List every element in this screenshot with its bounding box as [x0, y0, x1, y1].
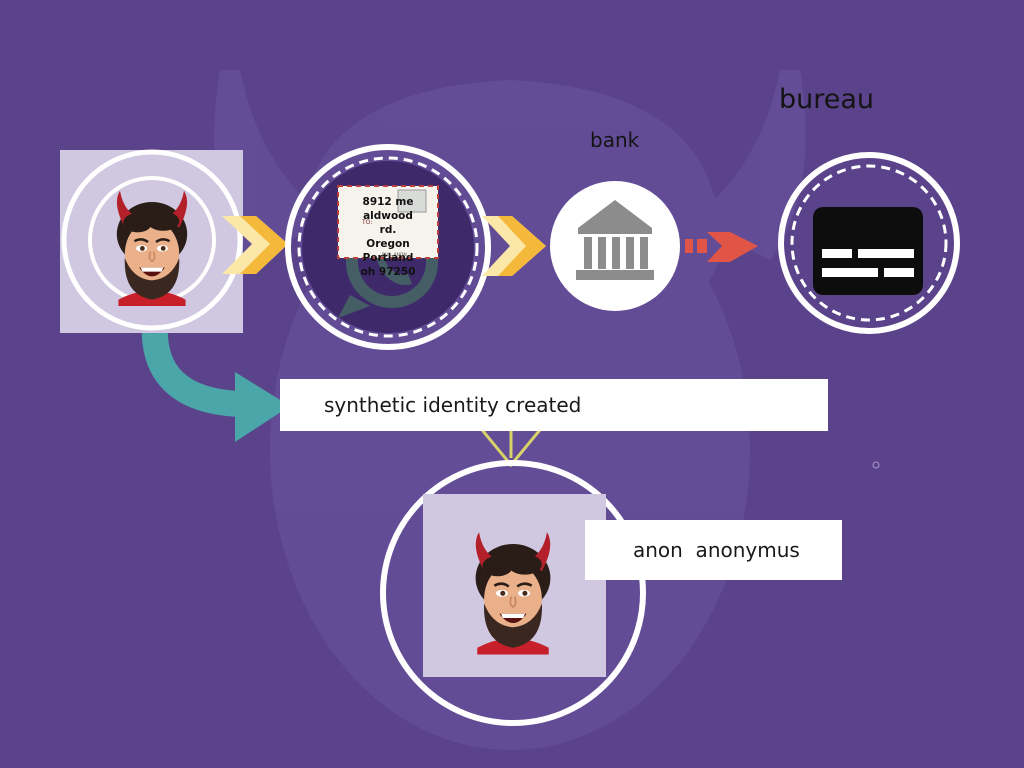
letter-address: 8912 me aldwood rd. Oregon Portland oh 9… — [340, 195, 436, 279]
chevron-arrow-icon — [482, 216, 546, 276]
bank-building-icon — [576, 200, 654, 280]
identity-node — [380, 460, 646, 726]
identity-name-banner: anon anonymus — [585, 520, 842, 580]
bureau-node — [778, 152, 960, 334]
stray-dot — [872, 461, 880, 469]
address-line-3: Oregon Portland — [362, 238, 414, 264]
synthetic-identity-banner: synthetic identity created — [280, 379, 828, 431]
curved-arrow-icon — [141, 321, 290, 442]
letter-envelope-icon — [337, 185, 439, 259]
bureau-label: bureau — [779, 84, 875, 115]
identity-name-text: anon anonymus — [633, 538, 800, 562]
address-line-4: oh 97250 — [360, 266, 416, 278]
address-line-1: 8912 me aldwood — [362, 196, 414, 222]
address-line-2: rd. — [379, 224, 397, 236]
credit-bureau-icon — [813, 207, 923, 295]
whatsapp-mail-node — [285, 144, 491, 350]
red-arrow-icon — [685, 232, 758, 262]
avatar-node — [60, 149, 243, 333]
letter-from-line: PHIL ANON — [382, 253, 407, 258]
synthetic-identity-text: synthetic identity created — [324, 393, 582, 417]
bank-label: bank — [590, 128, 640, 152]
bank-node — [550, 181, 680, 311]
letter-to-mark: TO: — [362, 219, 373, 226]
chevron-arrow-icon — [222, 216, 288, 274]
